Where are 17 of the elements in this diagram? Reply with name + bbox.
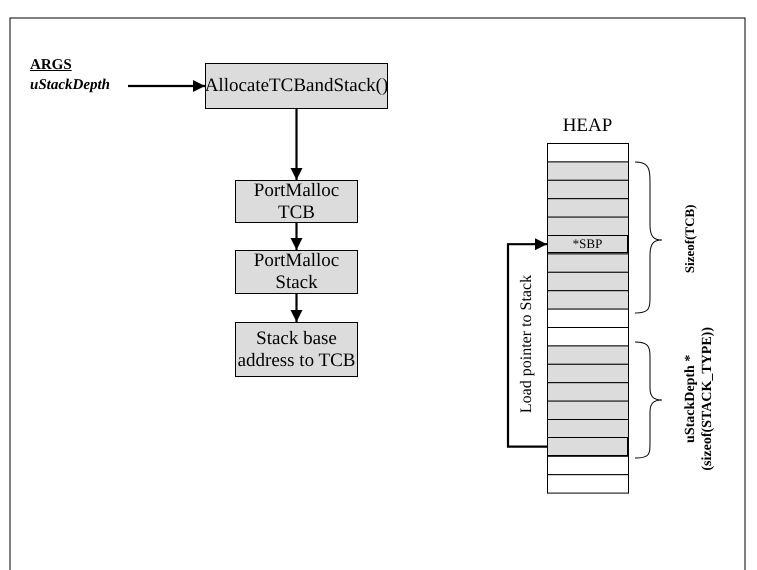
memory-cell bbox=[547, 437, 628, 456]
size-label: uStackDepth * (sizeof(STACK_TYPE)) bbox=[683, 326, 716, 473]
heap-heading: HEAP bbox=[562, 115, 614, 137]
arrow bbox=[128, 80, 205, 92]
arrow bbox=[290, 294, 302, 322]
arrow bbox=[290, 109, 302, 180]
argument-name: uStackDepth bbox=[30, 76, 110, 95]
memory-cell bbox=[547, 235, 628, 254]
argument-heading: ARGS bbox=[30, 56, 72, 75]
arrow bbox=[506, 238, 547, 448]
process-box: Stack base address to TCB bbox=[235, 322, 358, 377]
process-box: PortMalloc TCB bbox=[235, 180, 358, 223]
process-box: AllocateTCBandStack() bbox=[205, 63, 388, 109]
pointer-label: *SBP bbox=[572, 236, 602, 252]
arrow bbox=[290, 223, 302, 250]
size-label: Sizeof(TCB) bbox=[682, 204, 698, 276]
process-box: PortMalloc Stack bbox=[235, 250, 358, 294]
